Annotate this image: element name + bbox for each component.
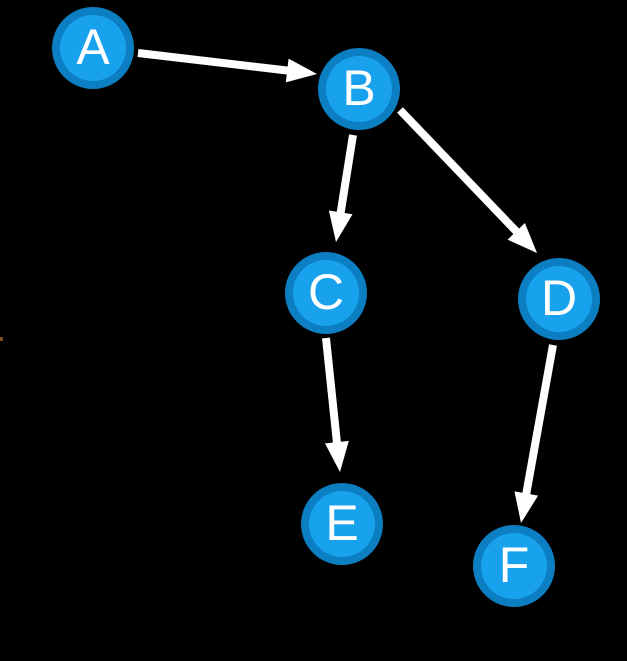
graph-node-inner: C bbox=[293, 260, 359, 326]
node-label: A bbox=[76, 19, 110, 75]
node-label: E bbox=[325, 495, 359, 551]
stray-pixel-artifact bbox=[0, 337, 3, 341]
graph-node-inner: D bbox=[526, 266, 592, 332]
graph-node-F[interactable]: F bbox=[473, 525, 555, 607]
arrowhead-icon bbox=[507, 223, 537, 253]
edge-B-D bbox=[397, 107, 537, 253]
edge-B-C bbox=[328, 134, 357, 242]
node-label: C bbox=[307, 264, 345, 320]
graph-node-inner: B bbox=[326, 56, 392, 122]
graph-node-D[interactable]: D bbox=[518, 258, 600, 340]
graph-node-C[interactable]: C bbox=[285, 252, 367, 334]
graph-node-inner: E bbox=[309, 491, 375, 557]
edge-C-E bbox=[322, 337, 349, 472]
arrowhead-icon bbox=[328, 210, 353, 242]
graph-node-B[interactable]: B bbox=[318, 48, 400, 130]
edge-D-F bbox=[514, 344, 557, 523]
node-label: B bbox=[342, 60, 376, 116]
graph-node-inner: A bbox=[60, 15, 126, 81]
node-label: D bbox=[540, 270, 578, 326]
arrowhead-icon bbox=[514, 491, 539, 523]
graph-node-E[interactable]: E bbox=[301, 483, 383, 565]
edge-A-B bbox=[137, 49, 317, 83]
node-label: F bbox=[498, 537, 530, 593]
arrowhead-icon bbox=[285, 58, 317, 83]
graph-node-inner: F bbox=[481, 533, 547, 599]
arrowhead-icon bbox=[324, 440, 349, 472]
graph-node-A[interactable]: A bbox=[52, 7, 134, 89]
